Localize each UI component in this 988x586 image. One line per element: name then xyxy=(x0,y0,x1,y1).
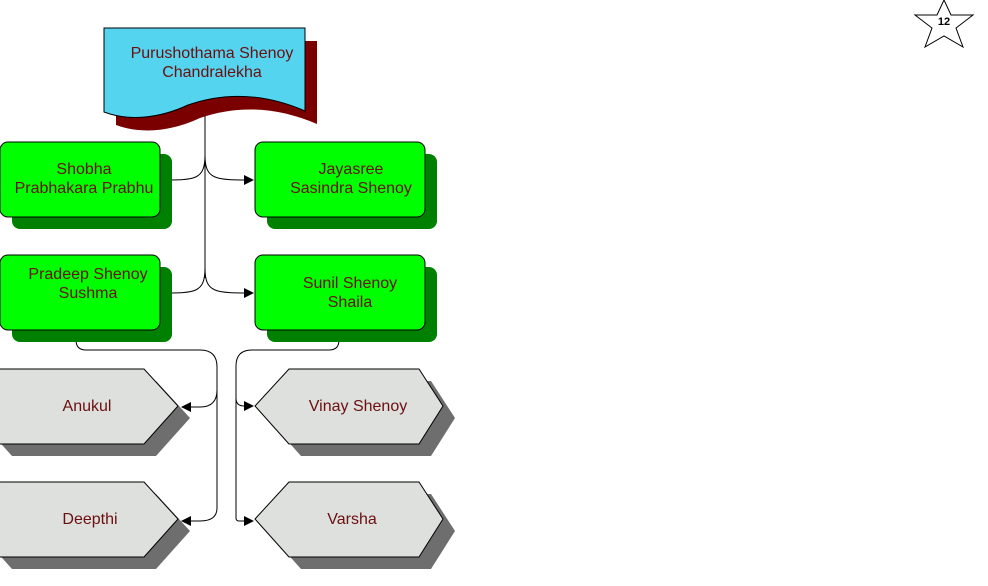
shobha-label: Shobha Prabhakara Prabhu xyxy=(0,160,168,198)
connector-to-vinay xyxy=(235,397,254,411)
page-star-icon xyxy=(913,0,975,49)
connector-to-sunil xyxy=(204,267,254,298)
grandchild-node-vinay[interactable] xyxy=(254,368,455,456)
connectors xyxy=(75,112,340,526)
sunil-line1: Sunil Shenoy xyxy=(302,275,398,292)
jayasree-line2: Sasindra Shenoy xyxy=(290,180,412,197)
connector-pradeep-stem xyxy=(75,331,218,526)
child-node-pradeep[interactable] xyxy=(0,254,172,342)
vinay-label: Vinay Shenoy xyxy=(308,398,408,415)
root-name-line1: Purushothama Shenoy xyxy=(130,45,294,62)
grandchild-node-deepthi[interactable] xyxy=(0,481,190,569)
varsha-label: Varsha xyxy=(327,511,377,528)
root-node-label: Purushothama Shenoy Chandralekha xyxy=(112,44,312,82)
connector-sunil-stem xyxy=(235,331,340,526)
sunil-line2: Shaila xyxy=(327,294,373,311)
anukul-label: Anukul xyxy=(62,398,112,415)
page-number-badge: 12 xyxy=(937,16,951,28)
root-name-line2: Chandralekha xyxy=(162,64,262,81)
sunil-label: Sunil Shenoy Shaila xyxy=(265,274,435,312)
jayasree-line1: Jayasree xyxy=(318,161,384,178)
root-node-shape xyxy=(103,27,306,118)
connector-to-jayasree xyxy=(204,154,254,185)
child-node-jayasree[interactable] xyxy=(254,141,437,229)
grandchild-node-anukul[interactable] xyxy=(0,368,190,456)
grandchild-node-varsha[interactable] xyxy=(254,481,455,569)
connector-to-anukul xyxy=(181,389,218,412)
jayasree-label: Jayasree Sasindra Shenoy xyxy=(263,160,439,198)
pradeep-label: Pradeep Shenoy Sushma xyxy=(8,265,168,303)
pradeep-line1: Pradeep Shenoy xyxy=(28,266,148,283)
shobha-line2: Prabhakara Prabhu xyxy=(14,180,154,197)
shobha-line1: Shobha xyxy=(56,161,112,178)
root-node[interactable] xyxy=(103,27,317,131)
child-node-sunil[interactable] xyxy=(254,254,437,342)
deepthi-label: Deepthi xyxy=(62,511,118,528)
pradeep-line2: Sushma xyxy=(58,285,118,302)
child-node-shobha[interactable] xyxy=(0,141,172,229)
